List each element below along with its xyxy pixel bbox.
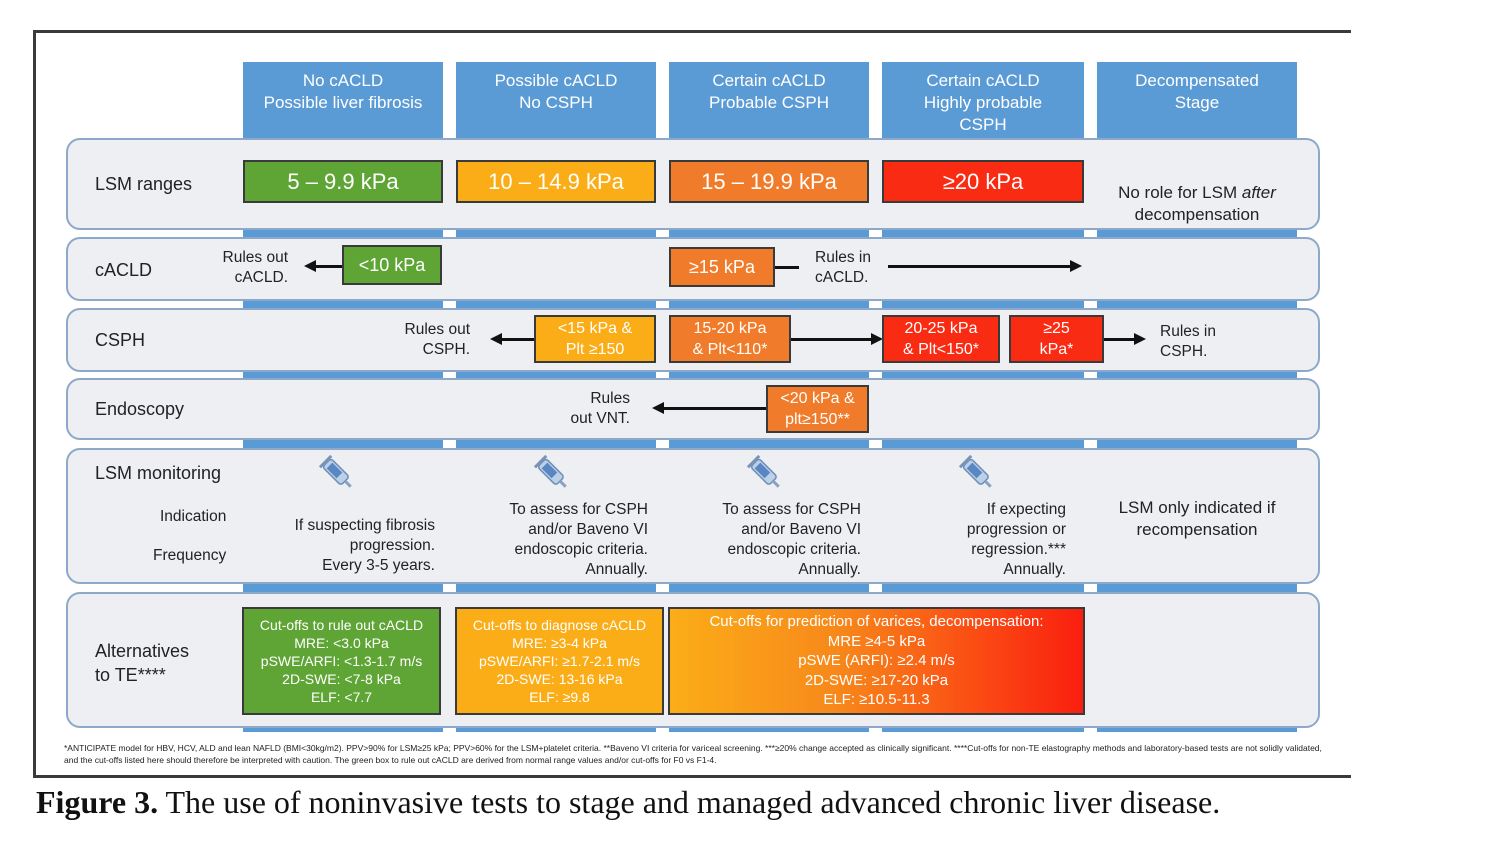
cacld-box-out: <10 kPa bbox=[342, 245, 442, 285]
monitoring-indication-label: Indication bbox=[160, 508, 227, 525]
alt-diagnose-line: ELF: ≥9.8 bbox=[529, 689, 590, 705]
csph-rule-out-text: Rules out CSPH. bbox=[404, 321, 470, 358]
cacld-box-in: ≥15 kPa bbox=[669, 247, 775, 287]
csph-rule-in-text: Rules in CSPH. bbox=[1160, 323, 1216, 360]
alt-rule-out-line: Cut-offs to rule out cACLD bbox=[259, 617, 424, 633]
row-label-endoscopy: Endoscopy bbox=[95, 399, 185, 419]
cacld-rule-in-text: Rules in cACLD. bbox=[815, 249, 871, 286]
monitoring-col2-text: To assess for CSPH and/or Baveno VI endo… bbox=[509, 501, 648, 578]
alt-prediction-line: pSWE (ARFI): ≥2.4 m/s bbox=[798, 652, 955, 670]
syringe-icon bbox=[746, 454, 780, 488]
alt-rule-out-line: MRE: <3.0 kPa bbox=[294, 635, 389, 651]
stage-header-certain-cacld-highly: Certain cACLD Highly probable CSPH bbox=[882, 62, 1084, 136]
csph-rule-in-arrow bbox=[1104, 333, 1146, 345]
stage-header-certain-cacld-probable: Certain cACLD Probable CSPH bbox=[669, 62, 869, 136]
row-label-csph: CSPH bbox=[95, 330, 146, 350]
alternatives-box-rule-out: Cut-offs to rule out cACLD MRE: <3.0 kPa… bbox=[242, 607, 441, 715]
alt-rule-out-line: pSWE/ARFI: <1.3-1.7 m/s bbox=[260, 653, 423, 669]
row-label-cacld: cACLD bbox=[95, 260, 153, 280]
csph-box-2: 15-20 kPa & Plt<110* bbox=[669, 315, 791, 363]
row-label-alternatives: Alternatives to TE**** bbox=[95, 641, 190, 685]
syringe-icon bbox=[958, 454, 992, 488]
monitoring-col4-text: If expecting progression or regression.*… bbox=[966, 501, 1066, 578]
alt-prediction-line: 2D-SWE: ≥17-20 kPa bbox=[804, 671, 949, 689]
row-label-lsm-monitoring: LSM monitoring bbox=[95, 463, 222, 483]
syringe-icon bbox=[533, 454, 567, 488]
caption-text: The use of noninvasive tests to stage an… bbox=[158, 784, 1221, 820]
lsm-note-pre: No role for LSM bbox=[1118, 183, 1242, 202]
monitoring-frequency-label: Frequency bbox=[153, 547, 227, 564]
syringe-icon bbox=[318, 454, 352, 488]
lsm-box-orange: 15 – 19.9 kPa bbox=[669, 160, 869, 203]
csph-mid-arrow bbox=[791, 333, 883, 345]
lsm-box-red: ≥20 kPa bbox=[882, 160, 1084, 203]
alt-diagnose-line: pSWE/ARFI: ≥1.7-2.1 m/s bbox=[479, 653, 640, 669]
cacld-rule-out-text: Rules out cACLD. bbox=[222, 249, 288, 286]
cacld-rule-out-arrow bbox=[304, 260, 342, 272]
row-panel-lsm-monitoring bbox=[66, 448, 1320, 584]
endoscopy-rule-out-arrow bbox=[652, 402, 766, 414]
csph-rule-out-arrow bbox=[490, 333, 534, 345]
alt-rule-out-line: ELF: <7.7 bbox=[310, 689, 373, 705]
alt-prediction-line: ELF: ≥10.5-11.3 bbox=[823, 691, 930, 709]
caption-label: Figure 3. bbox=[36, 784, 159, 820]
figure-caption: Figure 3. The use of noninvasive tests t… bbox=[36, 784, 1220, 821]
csph-box-3: 20-25 kPa & Plt<150* bbox=[882, 315, 1000, 363]
csph-box-4: ≥25 kPa* bbox=[1009, 315, 1104, 363]
alternatives-box-prediction: Cut-offs for prediction of varices, deco… bbox=[668, 607, 1085, 715]
csph-box-1: <15 kPa & Plt ≥150 bbox=[534, 315, 656, 363]
alternatives-box-diagnose: Cut-offs to diagnose cACLD MRE: ≥3-4 kPa… bbox=[455, 607, 664, 715]
alt-prediction-line: MRE ≥4-5 kPa bbox=[827, 632, 926, 650]
monitoring-col5-text: LSM only indicated if recompensation bbox=[1118, 498, 1276, 539]
alt-diagnose-line: Cut-offs to diagnose cACLD bbox=[472, 617, 647, 633]
lsm-box-green: 5 – 9.9 kPa bbox=[243, 160, 443, 203]
alt-diagnose-line: 2D-SWE: 13-16 kPa bbox=[496, 671, 623, 687]
monitoring-col1-text: If suspecting fibrosis progression. Ever… bbox=[294, 517, 435, 574]
endoscopy-rule-out-text: Rules out VNT. bbox=[570, 390, 630, 427]
alt-rule-out-line: 2D-SWE: <7-8 kPa bbox=[282, 671, 401, 687]
lsm-decompensation-note: No role for LSM after decompensation bbox=[1097, 160, 1297, 226]
stage-header-no-cacld: No cACLD Possible liver fibrosis bbox=[243, 62, 443, 136]
endoscopy-box: <20 kPa & plt≥150** bbox=[766, 385, 869, 433]
lsm-note-italic: after bbox=[1241, 183, 1276, 202]
lsm-box-yellow: 10 – 14.9 kPa bbox=[456, 160, 656, 203]
cacld-connector-line bbox=[775, 266, 799, 269]
figure-footnote: *ANTICIPATE model for HBV, HCV, ALD and … bbox=[64, 743, 1322, 765]
stage-header-possible-cacld: Possible cACLD No CSPH bbox=[456, 62, 656, 136]
stage-header-decompensated: Decompensated Stage bbox=[1097, 62, 1297, 136]
alt-diagnose-line: MRE: ≥3-4 kPa bbox=[512, 635, 607, 651]
lsm-note-post: decompensation bbox=[1134, 205, 1260, 224]
cacld-rule-in-arrow bbox=[888, 260, 1082, 272]
monitoring-col3-text: To assess for CSPH and/or Baveno VI endo… bbox=[722, 501, 861, 578]
alt-prediction-line: Cut-offs for prediction of varices, deco… bbox=[709, 613, 1044, 631]
row-label-lsm-ranges: LSM ranges bbox=[95, 174, 193, 194]
